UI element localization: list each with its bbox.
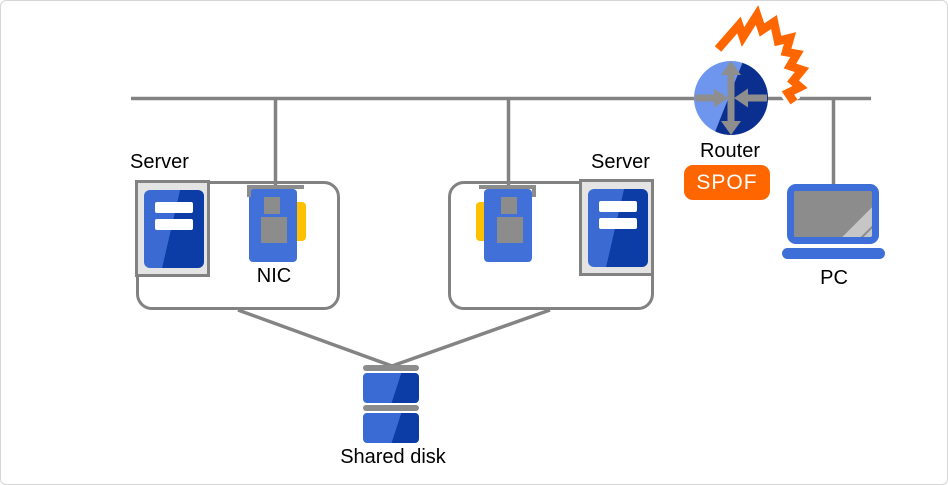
server-tower-icon (144, 190, 204, 268)
nic-edge-connector (476, 202, 485, 241)
disk-link-left (237, 308, 393, 368)
nic-card (249, 189, 297, 262)
disk-mid-bar (363, 405, 419, 411)
server-tower-icon (588, 189, 648, 267)
disk-top-bar (363, 365, 419, 371)
nic-bracket-bar (479, 185, 536, 189)
explosion-icon (712, 1, 815, 107)
laptop-base (782, 248, 885, 259)
nic-chip-small (264, 197, 280, 214)
nic-chip-large (497, 217, 523, 243)
nic-chip-small (501, 197, 517, 214)
server-slot (155, 202, 193, 213)
laptop-frame (787, 184, 879, 244)
server-slot (599, 218, 637, 229)
server-icon (579, 179, 654, 276)
server-left-label: Server (130, 151, 189, 173)
nic-bracket-bar (247, 185, 304, 189)
shared-disk-label: Shared disk (340, 446, 446, 468)
server-slot (599, 201, 637, 212)
nic-chip-large (261, 217, 287, 243)
server-right-label: Server (591, 151, 650, 173)
screen-glare (803, 191, 872, 237)
nic-bracket-lip (532, 185, 536, 197)
server-icon (135, 180, 210, 277)
disk-platter (363, 413, 419, 443)
server-slot (155, 219, 193, 230)
disk-link-right (391, 308, 551, 368)
laptop-screen (794, 191, 872, 237)
router-icon (694, 61, 768, 135)
nic-label: NIC (256, 265, 292, 287)
disk-platter (363, 373, 419, 403)
nic-edge-connector (297, 202, 306, 241)
router-label: Router (699, 140, 761, 162)
nic-card (484, 189, 532, 262)
router-arrows-icon (695, 61, 767, 135)
spof-badge: SPOF (684, 165, 770, 200)
pc-label: PC (820, 267, 848, 289)
nic-bracket-lip (247, 185, 251, 197)
